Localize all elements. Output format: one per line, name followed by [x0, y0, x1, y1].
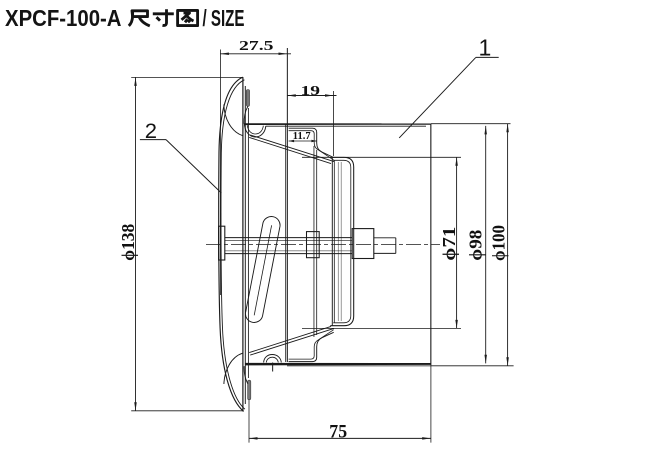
svg-text:27.5: 27.5 [239, 39, 274, 54]
svg-text:1: 1 [479, 34, 492, 60]
svg-text:11.7: 11.7 [293, 131, 311, 142]
svg-text:19: 19 [301, 84, 321, 99]
svg-text:ϕ100: ϕ100 [489, 225, 509, 261]
svg-text:75: 75 [329, 422, 347, 442]
svg-text:ϕ98: ϕ98 [465, 230, 485, 261]
svg-text:2: 2 [145, 120, 157, 143]
svg-text:ϕ71: ϕ71 [439, 227, 459, 261]
svg-text:/ SIZE: / SIZE [203, 5, 245, 31]
svg-text:XPCF-100-A: XPCF-100-A [5, 5, 122, 31]
svg-text:ϕ138: ϕ138 [118, 224, 138, 261]
